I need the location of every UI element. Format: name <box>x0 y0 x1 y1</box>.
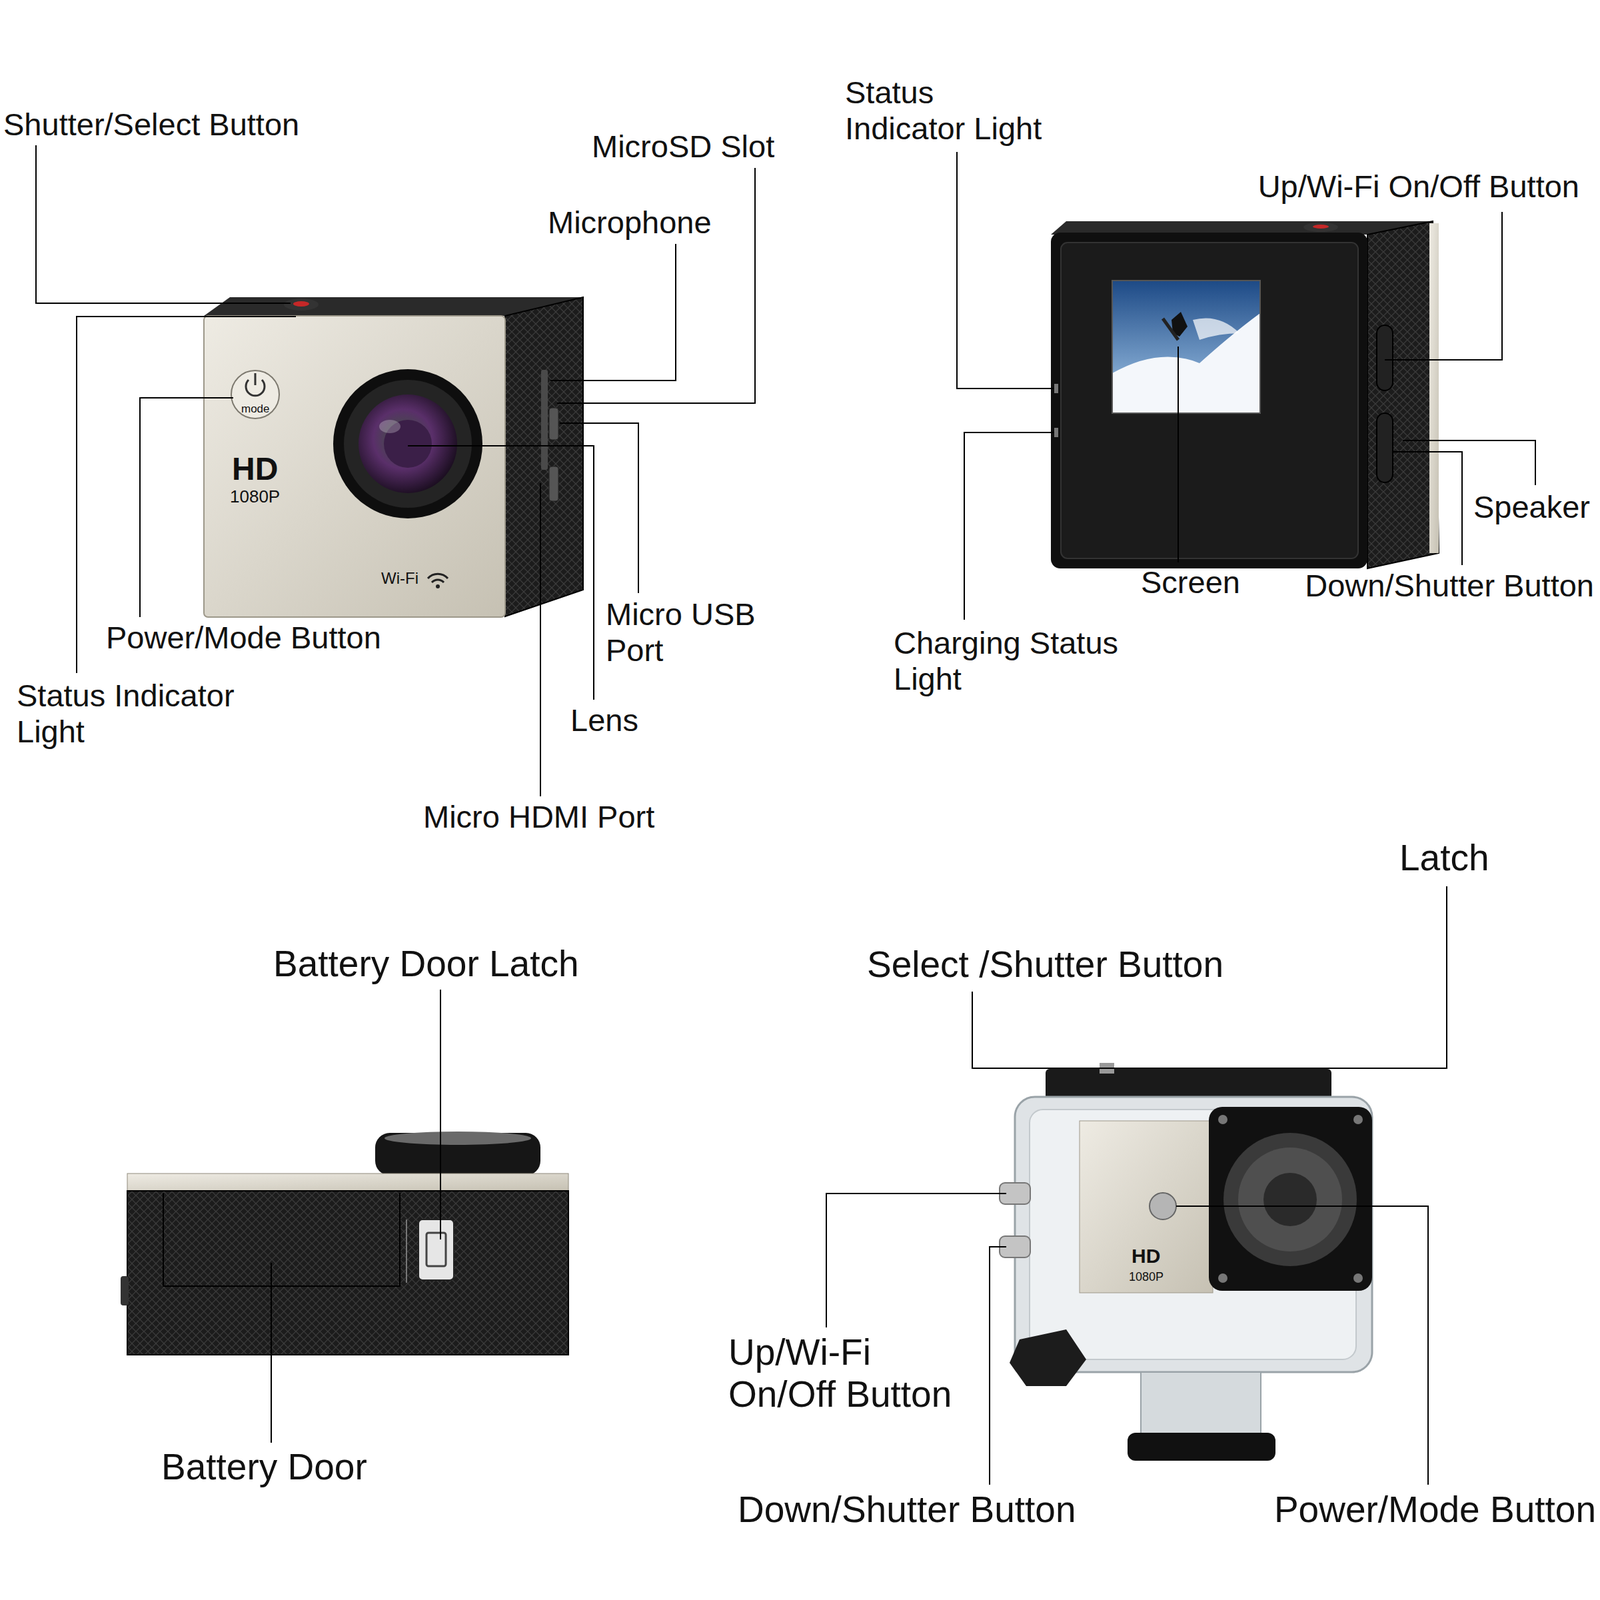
callout-label: Shutter/Select Button <box>3 106 300 143</box>
callout-label: Status Indicator Light <box>844 74 1052 147</box>
housing-camera <box>999 1062 1373 1461</box>
body-marking: 1080P <box>229 487 280 508</box>
callout-label: Up/Wi-Fi On/Off Button <box>1258 168 1580 205</box>
callout-label: Latch <box>1399 836 1490 879</box>
callout-label: Microphone <box>547 204 712 241</box>
bottom-camera <box>120 1131 569 1355</box>
callout-label: Status Indicator Light <box>16 677 244 750</box>
callout-label: MicroSD Slot <box>591 128 775 165</box>
callout-label: Power/Mode Button <box>1274 1488 1597 1531</box>
button-marking: mode <box>241 402 270 416</box>
body-marking: Wi-Fi <box>381 569 419 588</box>
callout-label: Lens <box>570 702 639 739</box>
callout-label: Battery Door <box>161 1446 368 1489</box>
callout-label: Charging Status Light <box>893 625 1134 698</box>
callout-label: Down/Shutter Button <box>1304 567 1595 604</box>
callout-label: Down/Shutter Button <box>737 1488 1077 1531</box>
callout-label: Micro HDMI Port <box>423 799 655 835</box>
body-marking: 1080P <box>1128 1270 1164 1285</box>
leader-lines <box>35 145 1536 1485</box>
callout-label: Speaker <box>1473 489 1591 526</box>
callout-label: Up/Wi-Fi On/Off Button <box>728 1331 975 1417</box>
back-camera <box>1050 221 1439 569</box>
callout-label: Battery Door Latch <box>273 942 580 985</box>
front-camera <box>203 297 584 618</box>
body-marking: HD <box>231 450 278 488</box>
callout-label: Screen <box>1140 564 1241 601</box>
body-marking: HD <box>1131 1244 1161 1269</box>
callout-label: Select /Shutter Button <box>866 943 1224 986</box>
callout-label: Micro USB Port <box>605 596 773 669</box>
callout-label: Power/Mode Button <box>105 619 382 656</box>
